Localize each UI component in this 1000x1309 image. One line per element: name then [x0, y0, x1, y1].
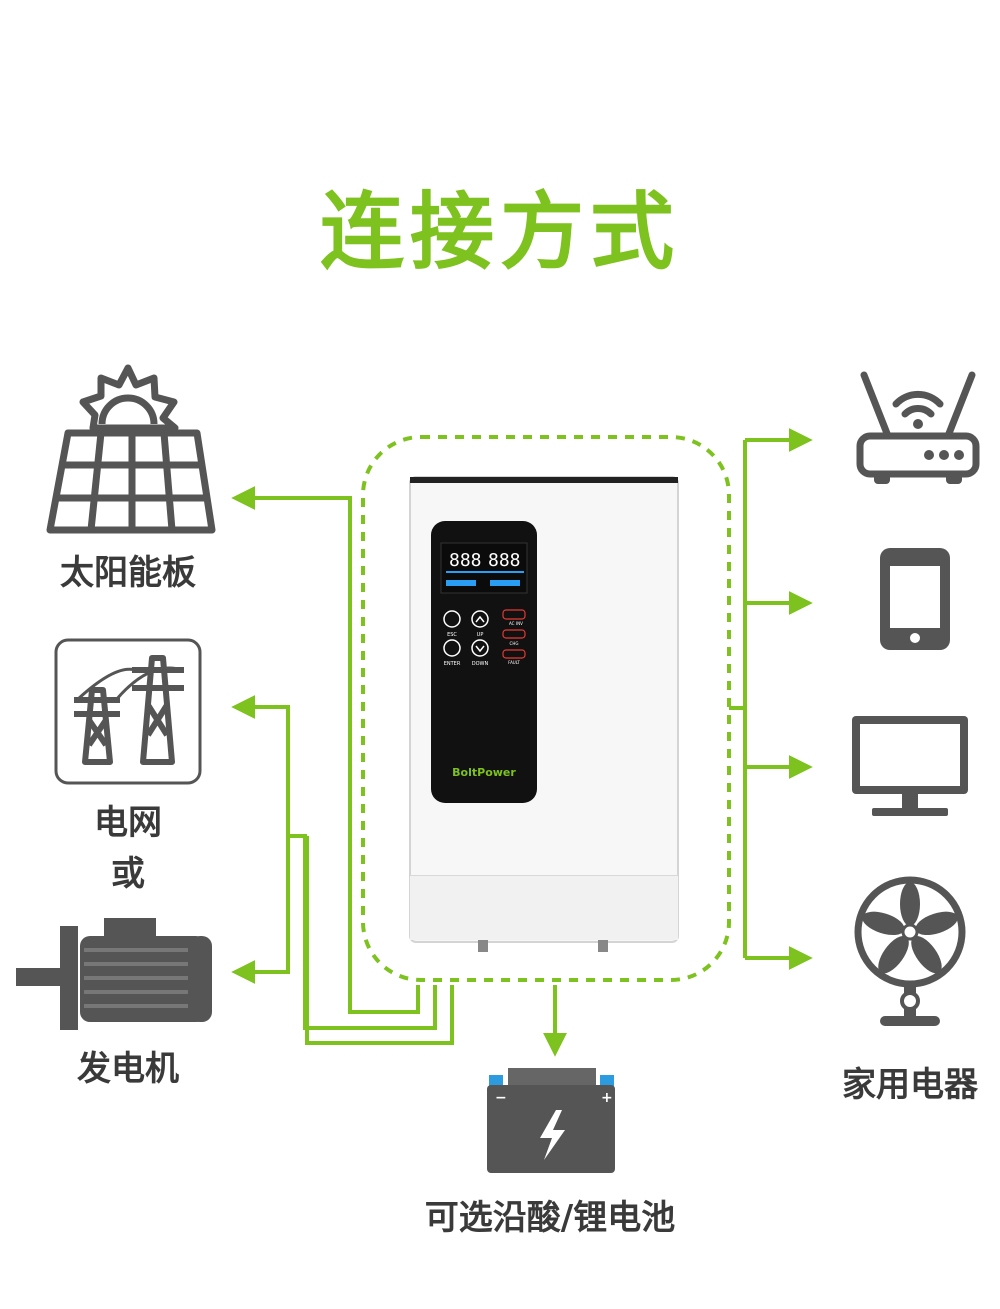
or-label: 或 — [111, 854, 145, 894]
page-title: 连接方式 — [319, 183, 680, 281]
lcd-left-digits: 888 — [449, 550, 482, 571]
solar-label: 太阳能板 — [60, 553, 196, 593]
phone-icon — [880, 548, 950, 650]
monitor-icon — [852, 716, 968, 816]
connection-lines — [231, 428, 813, 1057]
battery-label: 可选沿酸/锂电池 — [424, 1198, 676, 1238]
generator-motor-icon — [16, 918, 212, 1030]
solar-panel-icon — [46, 364, 216, 534]
lcd-right-digits: 888 — [488, 550, 521, 571]
generator-label: 发电机 — [77, 1049, 179, 1089]
power-tower-icon — [54, 638, 202, 785]
fan-icon — [854, 876, 966, 1026]
svg-text:+: + — [601, 1090, 613, 1106]
battery-icon: − + — [487, 1068, 615, 1173]
button-label: ESC — [447, 632, 457, 638]
button-up[interactable]: UP — [471, 610, 489, 638]
button-enter[interactable]: ENTER — [443, 639, 461, 667]
inverter-device: 888 888 ESC UP ENTER DOWN AC INV — [409, 476, 679, 952]
indicator-fault-label: FAULT — [508, 660, 520, 665]
brand-logo: BoltPower — [452, 766, 516, 779]
svg-text:−: − — [495, 1090, 507, 1106]
button-label: ENTER — [444, 661, 461, 667]
indicator-lights: AC INV CHG FAULT — [502, 609, 526, 665]
inverter-boundary — [361, 435, 731, 982]
button-label: UP — [477, 632, 484, 638]
button-label: DOWN — [472, 661, 489, 667]
indicator-ac-label: AC — [509, 621, 515, 626]
indicator-inv-label: INV — [516, 621, 523, 626]
grid-label: 电网 — [94, 803, 162, 843]
button-down[interactable]: DOWN — [471, 639, 489, 667]
router-icon — [856, 371, 980, 484]
indicator-chg-label: CHG — [510, 641, 519, 646]
button-esc[interactable]: ESC — [443, 610, 461, 638]
appliances-label: 家用电器 — [842, 1065, 978, 1105]
